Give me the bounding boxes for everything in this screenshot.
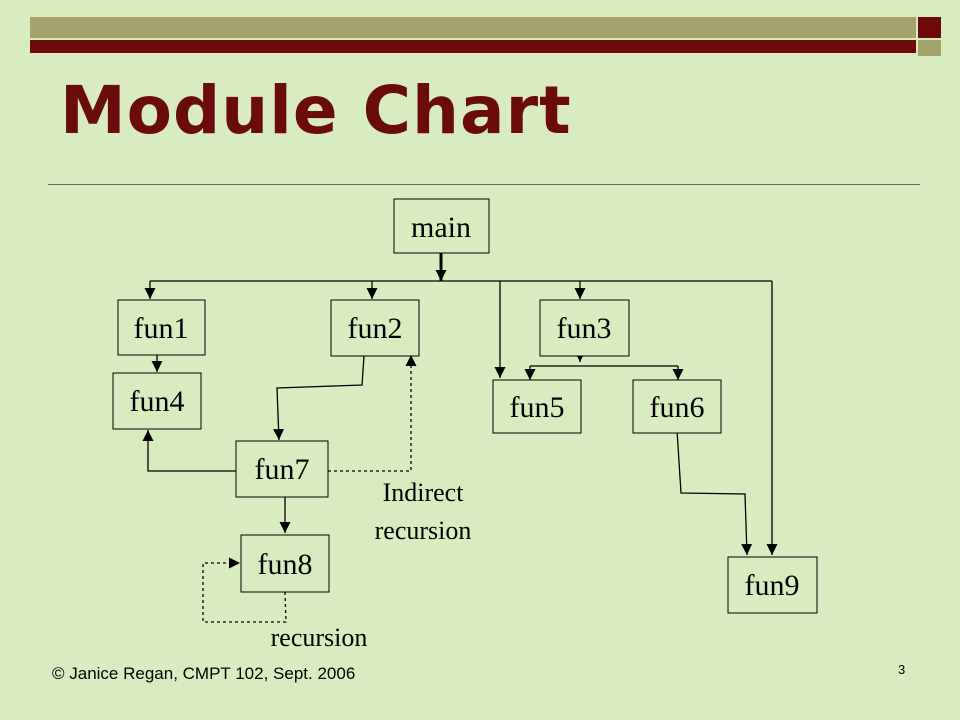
annotation-self-recursion: recursion — [271, 623, 368, 652]
edge-fun6-fun9 — [676, 429, 753, 556]
annotation-indirect: Indirect — [383, 478, 465, 507]
edge-fun7-fun4 — [142, 430, 236, 472]
header-square-maroon — [918, 17, 941, 38]
node-fun4: fun4 — [112, 372, 202, 430]
slide-footer: © Janice Regan, CMPT 102, Sept. 2006 — [52, 664, 356, 683]
annotation-indirect-recursion: recursion — [375, 516, 472, 545]
node-fun1-label: fun1 — [134, 312, 189, 345]
node-fun6-label: fun6 — [650, 391, 705, 424]
node-fun8-label: fun8 — [258, 548, 313, 581]
node-fun7-label: fun7 — [255, 453, 310, 486]
edge-fun8-self — [202, 557, 287, 623]
node-fun5: fun5 — [492, 379, 582, 434]
header-bar-maroon — [30, 40, 916, 53]
node-fun9-label: fun9 — [745, 569, 800, 602]
node-fun7: fun7 — [235, 440, 329, 498]
node-main-label: main — [411, 211, 471, 244]
node-fun3-label: fun3 — [557, 312, 612, 345]
node-fun4-label: fun4 — [130, 385, 185, 418]
edge-fun7-fun2-indirect — [328, 355, 417, 472]
title-divider — [48, 184, 920, 185]
node-fun2-label: fun2 — [348, 312, 403, 345]
node-fun8: fun8 — [240, 534, 330, 593]
nodes: main fun1 fun2 fun3 fun4 fun5 fun6 fun7 — [112, 198, 818, 614]
node-fun9: fun9 — [727, 556, 818, 614]
slide-page-number: 3 — [898, 662, 906, 677]
node-fun1: fun1 — [117, 299, 206, 356]
node-fun3: fun3 — [539, 299, 630, 357]
node-fun6: fun6 — [632, 379, 722, 434]
node-fun2: fun2 — [330, 299, 420, 357]
node-main: main — [393, 198, 490, 254]
edge-fun2-fun7 — [273, 355, 365, 441]
header-square-olive — [918, 40, 941, 56]
node-fun5-label: fun5 — [510, 391, 565, 424]
edges — [142, 253, 778, 623]
slide-title: Module Chart — [60, 72, 572, 149]
header-bar-olive — [30, 17, 916, 38]
